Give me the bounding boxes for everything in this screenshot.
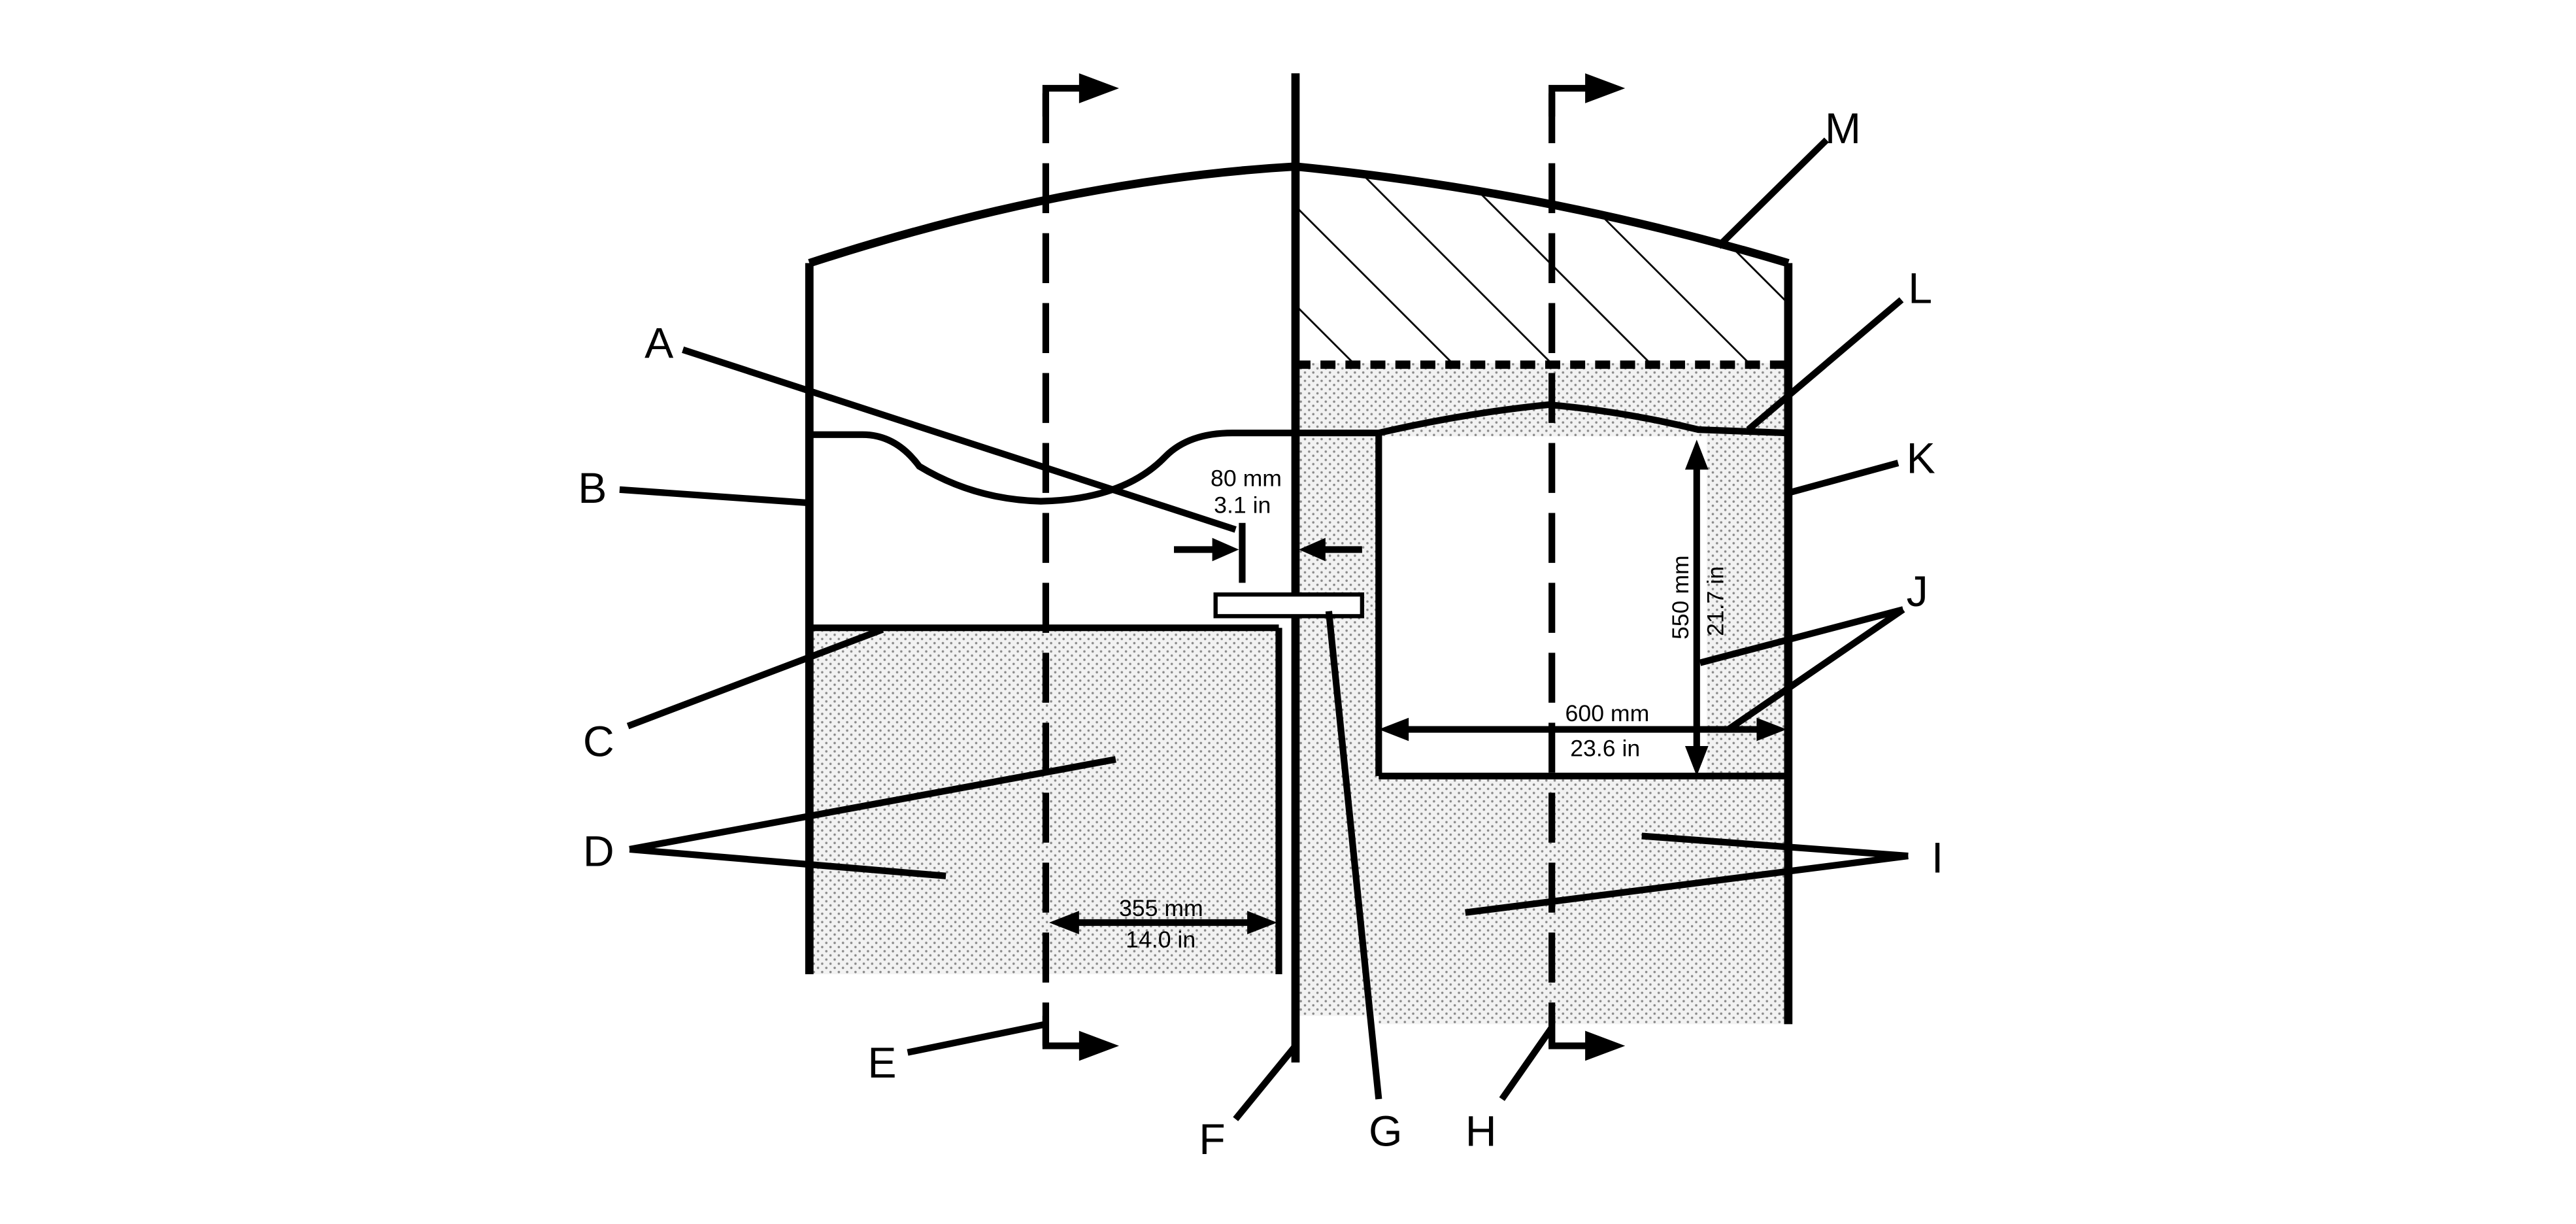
opening-height-dim-in: 21.7 in bbox=[1703, 566, 1729, 636]
leader-b bbox=[619, 486, 810, 507]
leader-i-lower bbox=[1465, 853, 1909, 916]
leader-f bbox=[1233, 1044, 1298, 1121]
callout-l: L bbox=[1908, 265, 1932, 313]
right-shaded-region-side bbox=[1707, 433, 1788, 783]
leader-e bbox=[907, 1021, 1046, 1056]
leader-d-upper bbox=[629, 756, 1116, 853]
lower-width-dim-right-arrowhead bbox=[1247, 911, 1277, 934]
opening-width-dim-mm: 600 mm bbox=[1565, 700, 1650, 726]
gap-dim-right-arrowhead bbox=[1299, 537, 1326, 562]
callout-h: H bbox=[1465, 1107, 1497, 1155]
gap-dim-left-arrowhead bbox=[1212, 537, 1239, 562]
opening-height-dim-top-arrowhead bbox=[1684, 439, 1709, 470]
callout-j: J bbox=[1907, 568, 1928, 616]
lower-width-dim-left-arrowhead bbox=[1049, 911, 1079, 934]
callout-f: F bbox=[1199, 1115, 1225, 1164]
leader-h bbox=[1499, 1025, 1555, 1101]
lower-width-dim-mm: 355 mm bbox=[1119, 895, 1203, 921]
callout-d: D bbox=[583, 827, 614, 876]
callout-m: M bbox=[1825, 105, 1861, 153]
opening-width-dim-in: 23.6 in bbox=[1570, 735, 1640, 761]
hatched-region bbox=[1295, 166, 1788, 364]
callout-g: G bbox=[1369, 1107, 1403, 1155]
leader-g bbox=[1325, 611, 1382, 1100]
right-shaded-region-upper bbox=[1295, 363, 1788, 437]
opening-height-dim-bottom-arrowhead bbox=[1684, 746, 1709, 776]
plate-g bbox=[1213, 592, 1365, 619]
callout-a: A bbox=[644, 320, 674, 368]
leader-k bbox=[1787, 460, 1899, 496]
gap-dim-mm: 80 mm bbox=[1211, 466, 1282, 492]
opening-width-dim-right-arrowhead bbox=[1756, 717, 1787, 741]
callout-i: I bbox=[1932, 834, 1943, 883]
section-h-top-arrow bbox=[1585, 73, 1626, 103]
leader-l bbox=[1746, 297, 1904, 432]
callout-b: B bbox=[578, 464, 607, 513]
opening-height-dim-mm: 550 mm bbox=[1667, 555, 1694, 639]
left-contour-curve bbox=[809, 430, 1379, 505]
leader-a bbox=[682, 347, 1237, 533]
leader-c bbox=[626, 626, 884, 730]
leader-j-lower bbox=[1726, 606, 1905, 732]
callout-e: E bbox=[867, 1039, 896, 1087]
lower-width-dim-in: 14.0 in bbox=[1126, 926, 1196, 953]
opening-width-dim-left-arrowhead bbox=[1379, 717, 1409, 741]
callout-k: K bbox=[1907, 434, 1935, 483]
leader-i-upper bbox=[1641, 832, 1909, 860]
callout-c: C bbox=[583, 717, 614, 766]
leader-m bbox=[1716, 137, 1830, 249]
gap-dim-in: 3.1 in bbox=[1214, 492, 1271, 518]
section-e-top-arrow bbox=[1079, 73, 1119, 103]
section-e-bottom-arrow bbox=[1079, 1030, 1119, 1061]
section-h-bottom-arrow bbox=[1585, 1030, 1626, 1061]
leader-j-upper bbox=[1699, 606, 1904, 666]
leader-d-lower bbox=[629, 845, 946, 879]
